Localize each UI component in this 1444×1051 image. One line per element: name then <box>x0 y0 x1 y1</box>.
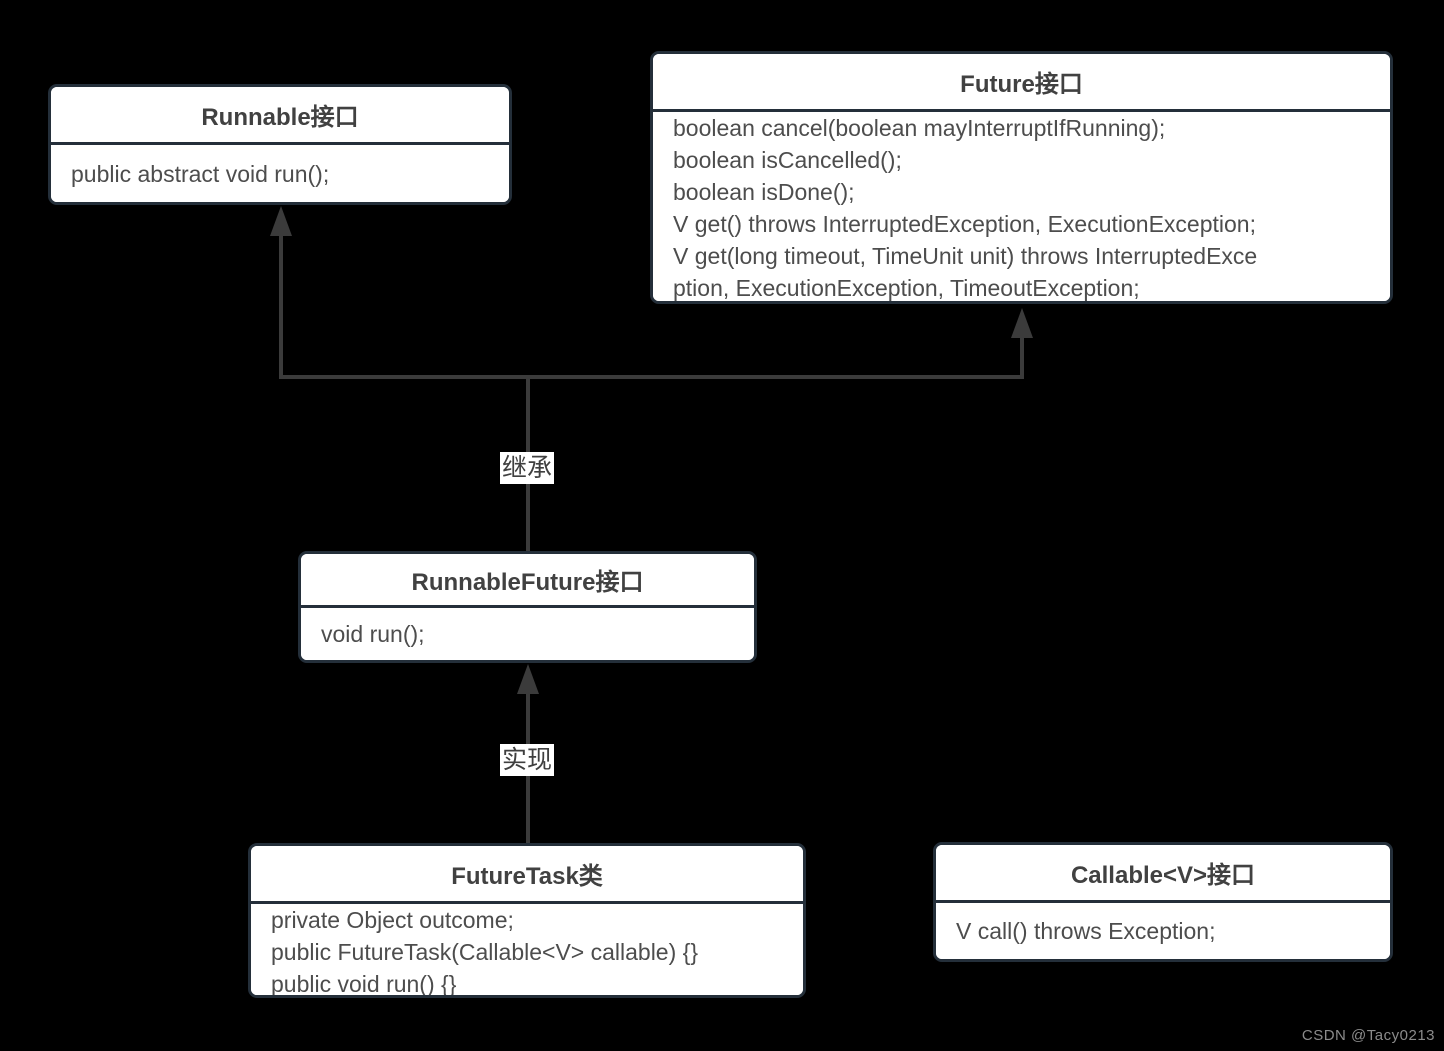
class-box-runnable: Runnable接口 public abstract void run(); <box>48 84 512 205</box>
class-box-callable: Callable<V>接口 V call() throws Exception; <box>933 842 1393 962</box>
class-box-runnable-body: public abstract void run(); <box>51 145 509 202</box>
class-box-future-task-body: private Object outcome; public FutureTas… <box>251 904 803 997</box>
member-line: boolean isDone(); <box>673 179 855 205</box>
member-line: public void run() {} <box>271 971 457 997</box>
class-box-future: Future接口 boolean cancel(boolean mayInter… <box>650 51 1393 304</box>
class-box-future-task: FutureTask类 private Object outcome; publ… <box>248 843 806 998</box>
arrowhead-to-future-icon <box>1011 308 1033 338</box>
member-line: V call() throws Exception; <box>956 918 1216 944</box>
class-box-runnable-future-body: void run(); <box>301 608 754 660</box>
class-box-callable-body: V call() throws Exception; <box>936 903 1390 959</box>
member-line: ption, ExecutionException, TimeoutExcept… <box>673 275 1140 301</box>
class-box-runnable-future: RunnableFuture接口 void run(); <box>298 551 757 663</box>
edge-label-implements: 实现 <box>500 744 555 776</box>
watermark-text: CSDN @Tacy0213 <box>1301 1027 1435 1044</box>
edge-label-extends: 继承 <box>500 452 555 484</box>
class-box-future-title: Future接口 <box>653 54 1390 112</box>
member-line: boolean isCancelled(); <box>673 147 902 173</box>
class-box-future-task-title: FutureTask类 <box>251 846 803 904</box>
class-box-runnable-title: Runnable接口 <box>51 87 509 145</box>
class-box-runnable-future-title: RunnableFuture接口 <box>301 554 754 608</box>
member-line: void run(); <box>321 621 425 647</box>
arrowhead-to-runnable-icon <box>270 206 292 236</box>
class-box-future-body: boolean cancel(boolean mayInterruptIfRun… <box>653 112 1390 301</box>
member-line: V get() throws InterruptedException, Exe… <box>673 211 1256 237</box>
member-line: V get(long timeout, TimeUnit unit) throw… <box>673 243 1258 269</box>
member-line: private Object outcome; <box>271 907 514 933</box>
class-box-callable-title: Callable<V>接口 <box>936 845 1390 903</box>
member-line: boolean cancel(boolean mayInterruptIfRun… <box>673 115 1166 141</box>
arrowhead-to-runnable-future-icon <box>517 664 539 694</box>
member-line: public FutureTask(Callable<V> callable) … <box>271 939 699 965</box>
member-line: public abstract void run(); <box>71 160 330 187</box>
